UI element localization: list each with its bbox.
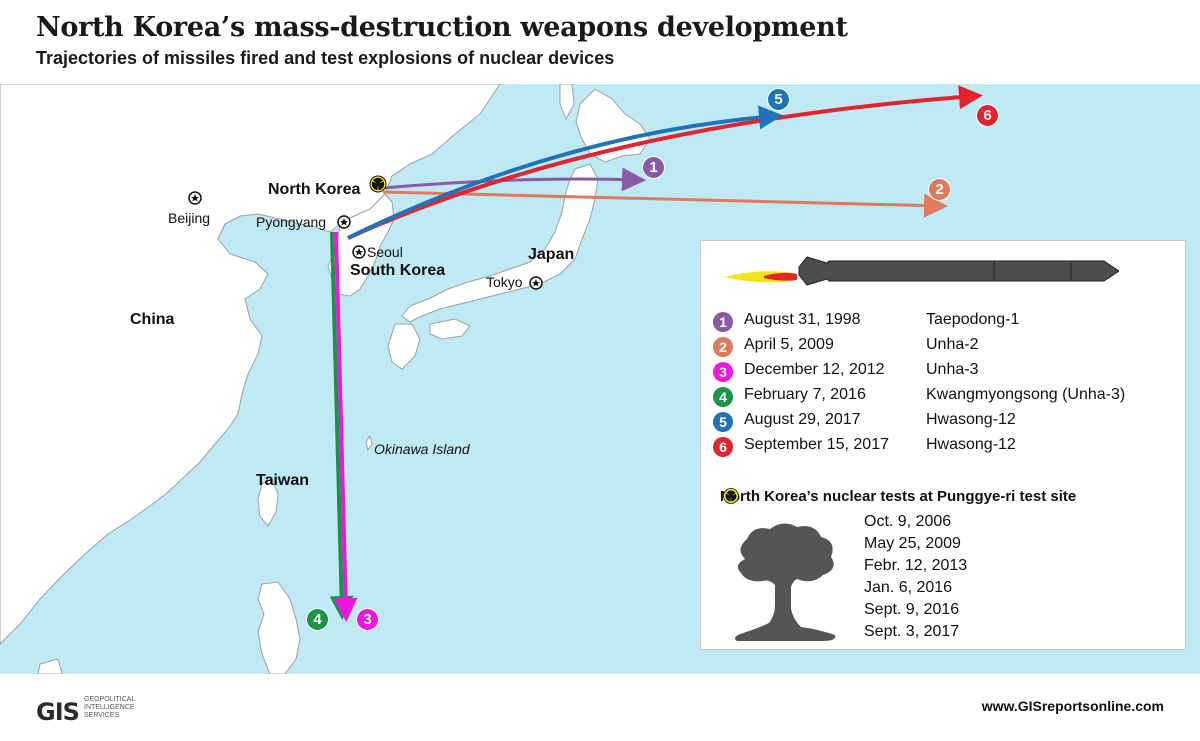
trajectory-marker-4: 4 — [306, 608, 329, 631]
gis-logo: GIS — [36, 698, 80, 726]
nuclear-test-4: Jan. 6, 2016 — [864, 579, 953, 596]
trajectory-1 — [382, 167, 646, 192]
mushroom-cloud-icon — [735, 523, 836, 641]
page-title: North Korea’s mass-destruction weapons d… — [36, 12, 848, 43]
label-seoul: Seoul — [367, 244, 403, 260]
capital-star-icon-pyongyang — [337, 215, 351, 229]
luzon-landmass — [257, 581, 301, 674]
label-japan: Japan — [528, 246, 575, 263]
map-svg — [0, 84, 983, 674]
mainland-landmass — [0, 84, 501, 645]
taiwan-landmass — [257, 478, 279, 527]
nuclear-test-5: Sept. 9, 2016 — [864, 601, 960, 618]
capital-star-icon-seoul — [352, 245, 366, 259]
legend-date-3: December 12, 2012 — [744, 361, 885, 378]
label-beijing: Beijing — [168, 210, 211, 226]
label-pyongyang: Pyongyang — [256, 214, 327, 230]
page-subtitle: Trajectories of missiles fired and test … — [36, 48, 615, 68]
nuclear-test-1: Oct. 9, 2006 — [864, 513, 952, 530]
honshu-landmass — [401, 163, 599, 323]
nuclear-tests-title: North Korea’s nuclear tests at Punggye-r… — [720, 488, 1076, 505]
legend-date-1: August 31, 1998 — [744, 311, 861, 328]
trajectory-marker-5: 5 — [767, 88, 790, 111]
nuclear-test-3: Febr. 12, 2013 — [864, 557, 968, 574]
legend-missile-5: Hwasong-12 — [926, 411, 1016, 428]
label-okinawa: Okinawa Island — [374, 441, 470, 457]
hainan-landmass — [37, 658, 63, 674]
legend-number-2: 2 — [713, 337, 733, 357]
legend-number-1: 1 — [713, 312, 733, 332]
nuclear-tests-title-text: North Korea’s nuclear tests at Punggye-r… — [720, 488, 1077, 505]
label-south-korea: South Korea — [350, 262, 446, 279]
sakhalin-landmass — [559, 84, 575, 121]
korea-landmass — [327, 193, 395, 297]
legend-missile-2: Unha-2 — [926, 336, 979, 353]
legend-date-6: September 15, 2017 — [744, 436, 889, 453]
legend-date-5: August 29, 2017 — [744, 411, 861, 428]
trajectory-2 — [382, 190, 948, 218]
legend-date-4: February 7, 2016 — [744, 386, 866, 403]
radiation-icon — [723, 488, 739, 504]
okinawa-landmass — [365, 434, 373, 452]
capital-star-icon-beijing — [188, 191, 202, 205]
header: North Korea’s mass-destruction weapons d… — [0, 0, 1200, 84]
trajectory-marker-6: 6 — [976, 104, 999, 127]
legend-number-3: 3 — [713, 362, 733, 382]
website-link[interactable]: www.GISreportsonline.com — [981, 698, 1164, 714]
trajectory-3 — [333, 231, 358, 622]
legend-number-6: 6 — [713, 437, 733, 457]
label-tokyo: Tokyo — [486, 274, 523, 290]
legend-missile-6: Hwasong-12 — [926, 436, 1016, 453]
kyushu-landmass — [387, 323, 421, 370]
trajectory-6 — [347, 85, 983, 240]
legend-panel: 1 August 31, 1998 Taepodong-1 2 April 5,… — [700, 240, 1186, 650]
missile-icon — [724, 256, 1119, 286]
legend-number-4: 4 — [713, 387, 733, 407]
nuclear-test-6: Sept. 3, 2017 — [864, 623, 960, 640]
label-china: China — [130, 311, 175, 328]
trajectory-marker-1: 1 — [642, 156, 665, 179]
legend-date-2: April 5, 2009 — [744, 336, 834, 353]
legend-number-5: 5 — [713, 412, 733, 432]
nuclear-test-2: May 25, 2009 — [864, 535, 961, 552]
label-north-korea: North Korea — [268, 181, 361, 198]
gis-logo-text: GEOPOLITICAL INTELLIGENCE SERVICES — [84, 696, 136, 719]
trajectory-5 — [347, 105, 783, 240]
capital-star-icon-tokyo — [529, 276, 543, 290]
trajectory-4 — [329, 231, 354, 620]
footer: GIS GEOPOLITICAL INTELLIGENCE SERVICES w… — [0, 674, 1200, 741]
label-taiwan: Taiwan — [256, 472, 310, 489]
radiation-icon-map — [369, 175, 387, 193]
map: North Korea Beijing Pyongyang Seoul Sout… — [0, 84, 1200, 674]
trajectory-marker-2: 2 — [928, 178, 951, 201]
legend-missile-3: Unha-3 — [926, 361, 979, 378]
shikoku-landmass — [429, 318, 471, 340]
trajectory-marker-3: 3 — [356, 608, 379, 631]
legend-missile-4: Kwangmyongsong (Unha-3) — [926, 386, 1126, 403]
legend-missile-1: Taepodong-1 — [926, 311, 1020, 328]
